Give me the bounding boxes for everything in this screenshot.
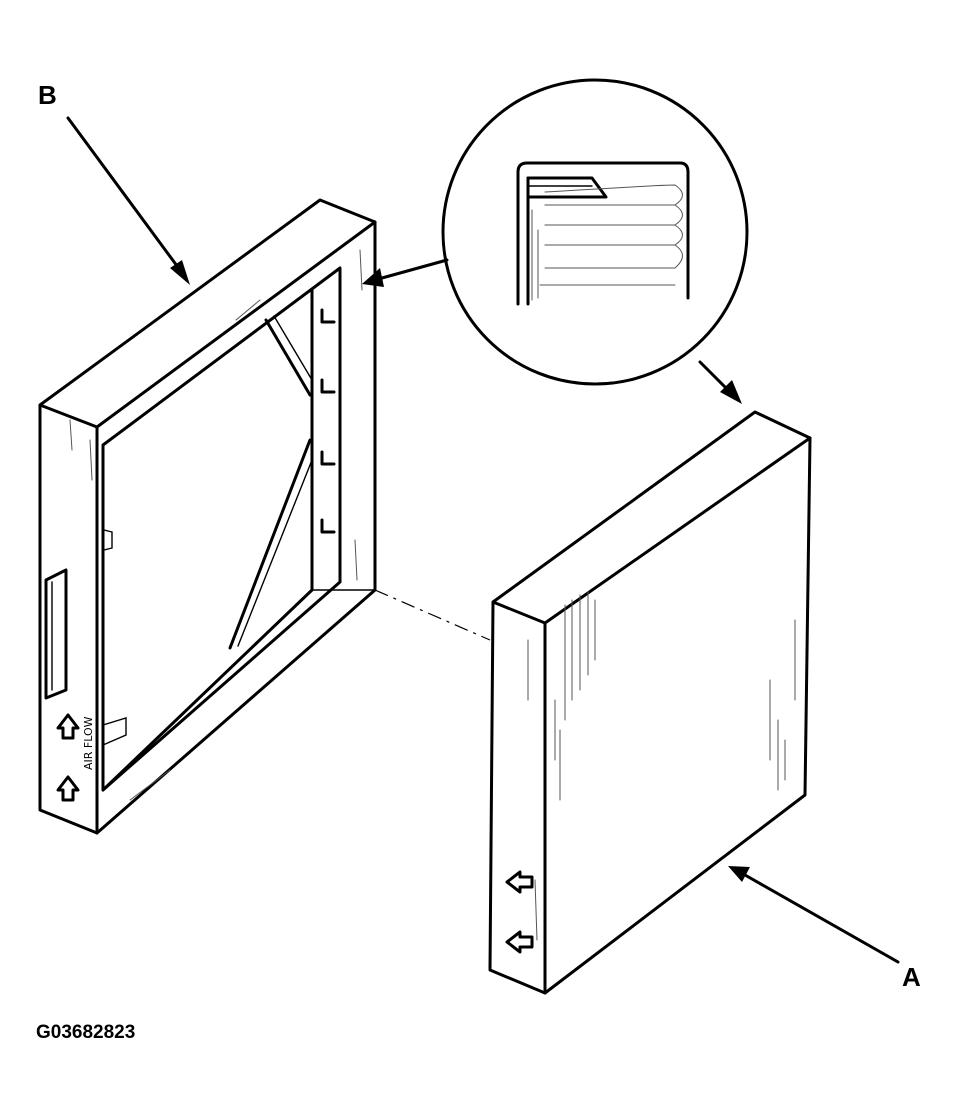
arrow-up-icon: [505, 930, 534, 954]
arrow-up-icon: [56, 775, 80, 802]
detail-callout: [441, 78, 749, 386]
leader-arrows: [66, 116, 900, 964]
alignment-line: [374, 589, 491, 641]
arrow-up-icon: [56, 713, 80, 740]
airflow-text: AIR FLOW: [82, 716, 95, 770]
filter-frame-b: AIR FLOW: [38, 198, 377, 835]
arrow-up-icon: [505, 870, 534, 894]
label-b: B: [38, 80, 57, 110]
label-a: A: [902, 962, 921, 992]
filter-element-a: [488, 410, 812, 995]
figure-code: G03682823: [36, 1022, 135, 1043]
